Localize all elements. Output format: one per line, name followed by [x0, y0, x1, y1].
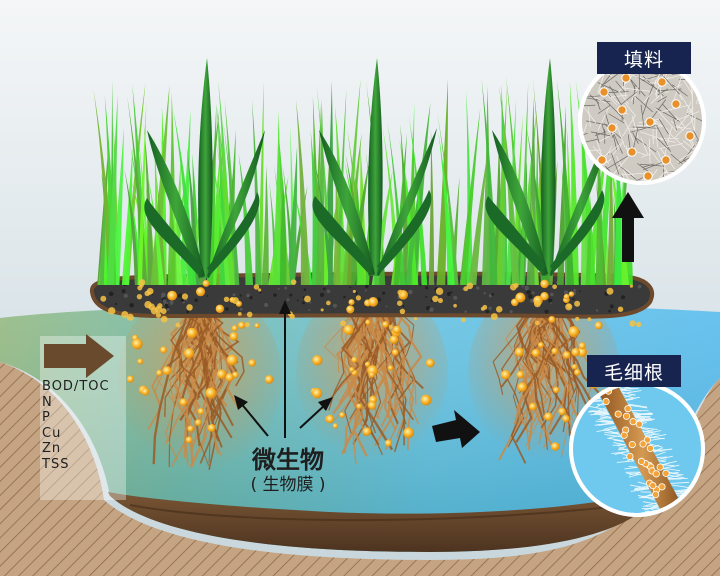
capillary-root-magnifier [569, 381, 705, 517]
filler-particles [597, 73, 695, 181]
pollutant-item: Cu [42, 425, 62, 441]
filler-magnifier [578, 57, 706, 185]
ground-left [0, 362, 720, 576]
inflow-arrow [44, 334, 114, 378]
capillary-root-label: 毛细根 [587, 355, 681, 387]
outflow-arrow [432, 410, 480, 448]
plant-leaves [144, 58, 610, 278]
upflow-arrow [612, 192, 644, 262]
root-hairs [584, 383, 703, 515]
filler-label: 填料 [597, 42, 691, 74]
pollutant-item: P [42, 410, 51, 425]
pollutant-item: N [42, 394, 53, 410]
pollutant-item: Zn [42, 441, 62, 456]
microbe-label: 微生物 [252, 446, 324, 474]
pollutant-item: BOD/TOC [42, 379, 110, 394]
biofilm-label: ( 生物膜 ) [250, 475, 326, 495]
capillary-particles [600, 383, 670, 499]
sediment-layer [108, 490, 660, 552]
pollutant-item: TSS [42, 456, 70, 472]
microbe-pointers [234, 300, 333, 438]
